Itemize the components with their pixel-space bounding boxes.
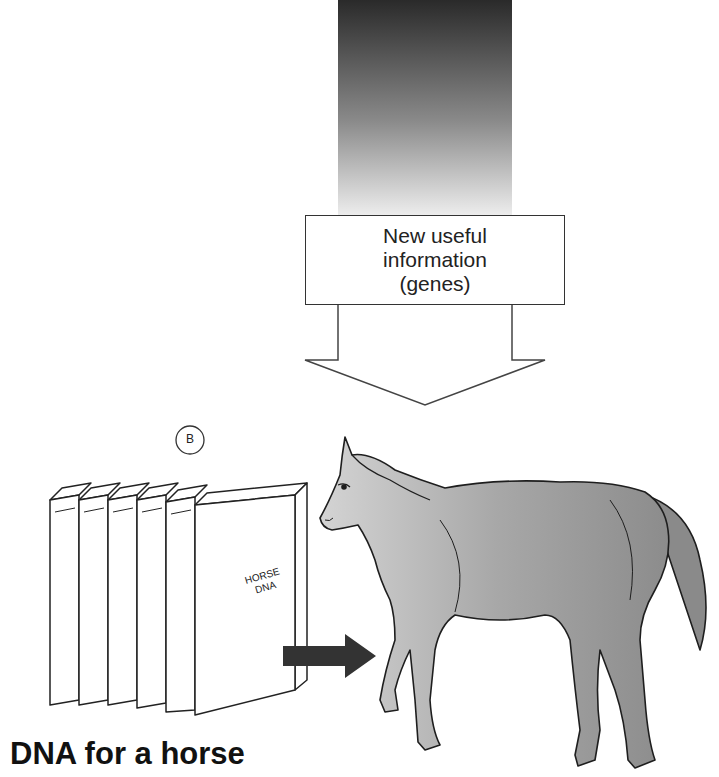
- info-box: New useful information (genes): [305, 215, 565, 305]
- hollow-arrow: [305, 300, 545, 405]
- callout-circle: [176, 426, 204, 454]
- gradient-band: [338, 0, 512, 220]
- callout-letter: B: [176, 432, 204, 446]
- book-stack: [50, 483, 307, 715]
- box-text: New useful information (genes): [370, 224, 500, 296]
- dark-arrow: [283, 634, 376, 678]
- caption: DNA for a horse: [10, 736, 245, 772]
- horse-drawing: [320, 437, 706, 768]
